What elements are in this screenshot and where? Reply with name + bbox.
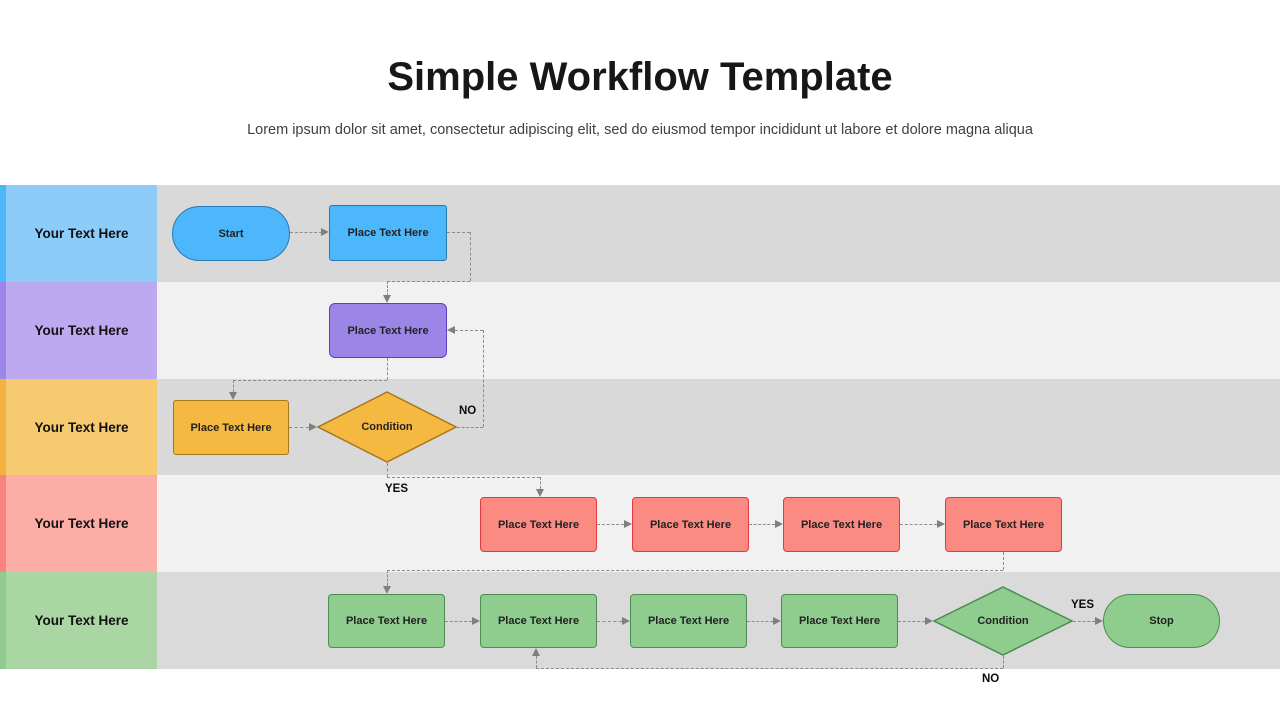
step-node-green-2: Place Text Here xyxy=(480,594,597,648)
arrowhead xyxy=(937,520,945,528)
step-node-green-4: Place Text Here xyxy=(781,594,898,648)
swimlane-row-2: Your Text Here xyxy=(0,282,1280,379)
arrowhead xyxy=(925,617,933,625)
arrowhead xyxy=(229,392,237,400)
connector-segment xyxy=(900,524,937,525)
step-node-red-4: Place Text Here xyxy=(945,497,1062,552)
slide-title: Simple Workflow Template xyxy=(387,55,893,99)
arrowhead xyxy=(472,617,480,625)
connector-segment xyxy=(536,668,1003,669)
arrowhead xyxy=(321,228,329,236)
step-node-green-3: Place Text Here xyxy=(630,594,747,648)
connector-segment xyxy=(233,380,387,381)
step-node-red-2: Place Text Here xyxy=(632,497,749,552)
connector-segment xyxy=(290,232,322,233)
connector-segment xyxy=(597,524,624,525)
connector-segment xyxy=(536,656,537,668)
connector-segment xyxy=(749,524,775,525)
branch-label-yes: YES xyxy=(385,483,409,495)
connector-segment xyxy=(387,570,1003,571)
condition-node-orange: Condition xyxy=(316,391,458,463)
arrowhead xyxy=(1095,617,1103,625)
connector-segment xyxy=(898,621,925,622)
step-node-orange: Place Text Here xyxy=(173,400,289,455)
arrowhead xyxy=(383,295,391,303)
connector-segment xyxy=(457,427,483,428)
connector-segment xyxy=(445,621,472,622)
condition-label: Condition xyxy=(361,421,413,433)
connector-segment xyxy=(540,477,541,489)
stop-node: Stop xyxy=(1103,594,1220,648)
connector-segment xyxy=(747,621,773,622)
branch-label-no: NO xyxy=(459,405,477,417)
connector-segment xyxy=(1003,552,1004,570)
connector-segment xyxy=(447,232,470,233)
connector-segment xyxy=(233,380,234,392)
condition-label: Condition xyxy=(977,615,1029,627)
lane-label-5: Your Text Here xyxy=(0,572,157,669)
connector-segment xyxy=(387,570,388,586)
connector-segment xyxy=(470,232,471,281)
lane-label-3: Your Text Here xyxy=(0,379,157,475)
connector-segment xyxy=(387,463,388,477)
connector-segment xyxy=(597,621,622,622)
condition-node-green: Condition xyxy=(932,586,1074,656)
arrowhead xyxy=(624,520,632,528)
arrowhead xyxy=(383,586,391,594)
connector-segment xyxy=(1073,621,1095,622)
arrowhead xyxy=(309,423,317,431)
connector-segment xyxy=(387,477,540,478)
step-node-green-1: Place Text Here xyxy=(328,594,445,648)
step-node-red-1: Place Text Here xyxy=(480,497,597,552)
connector-segment xyxy=(387,281,388,296)
lane-label-1: Your Text Here xyxy=(0,185,157,282)
step-node-purple: Place Text Here xyxy=(329,303,447,358)
connector-segment xyxy=(1003,656,1004,668)
arrowhead xyxy=(773,617,781,625)
arrowhead xyxy=(775,520,783,528)
arrowhead xyxy=(447,326,455,334)
diamond-shape xyxy=(316,391,458,463)
connector-segment xyxy=(387,281,470,282)
diamond-shape xyxy=(932,586,1074,656)
arrowhead xyxy=(532,648,540,656)
lane-label-4: Your Text Here xyxy=(0,475,157,572)
step-node-red-3: Place Text Here xyxy=(783,497,900,552)
branch-label-no: NO xyxy=(982,673,1000,685)
arrowhead xyxy=(622,617,630,625)
arrowhead xyxy=(536,489,544,497)
lane-label-2: Your Text Here xyxy=(0,282,157,379)
slide-subtitle: Lorem ipsum dolor sit amet, consectetur … xyxy=(247,122,1033,138)
branch-label-yes: YES xyxy=(1071,599,1095,611)
connector-segment xyxy=(289,427,309,428)
connector-segment xyxy=(387,358,388,380)
connector-segment xyxy=(483,330,484,427)
connector-segment xyxy=(455,330,483,331)
start-node: Start xyxy=(172,206,290,261)
step-node-blue: Place Text Here xyxy=(329,205,447,261)
